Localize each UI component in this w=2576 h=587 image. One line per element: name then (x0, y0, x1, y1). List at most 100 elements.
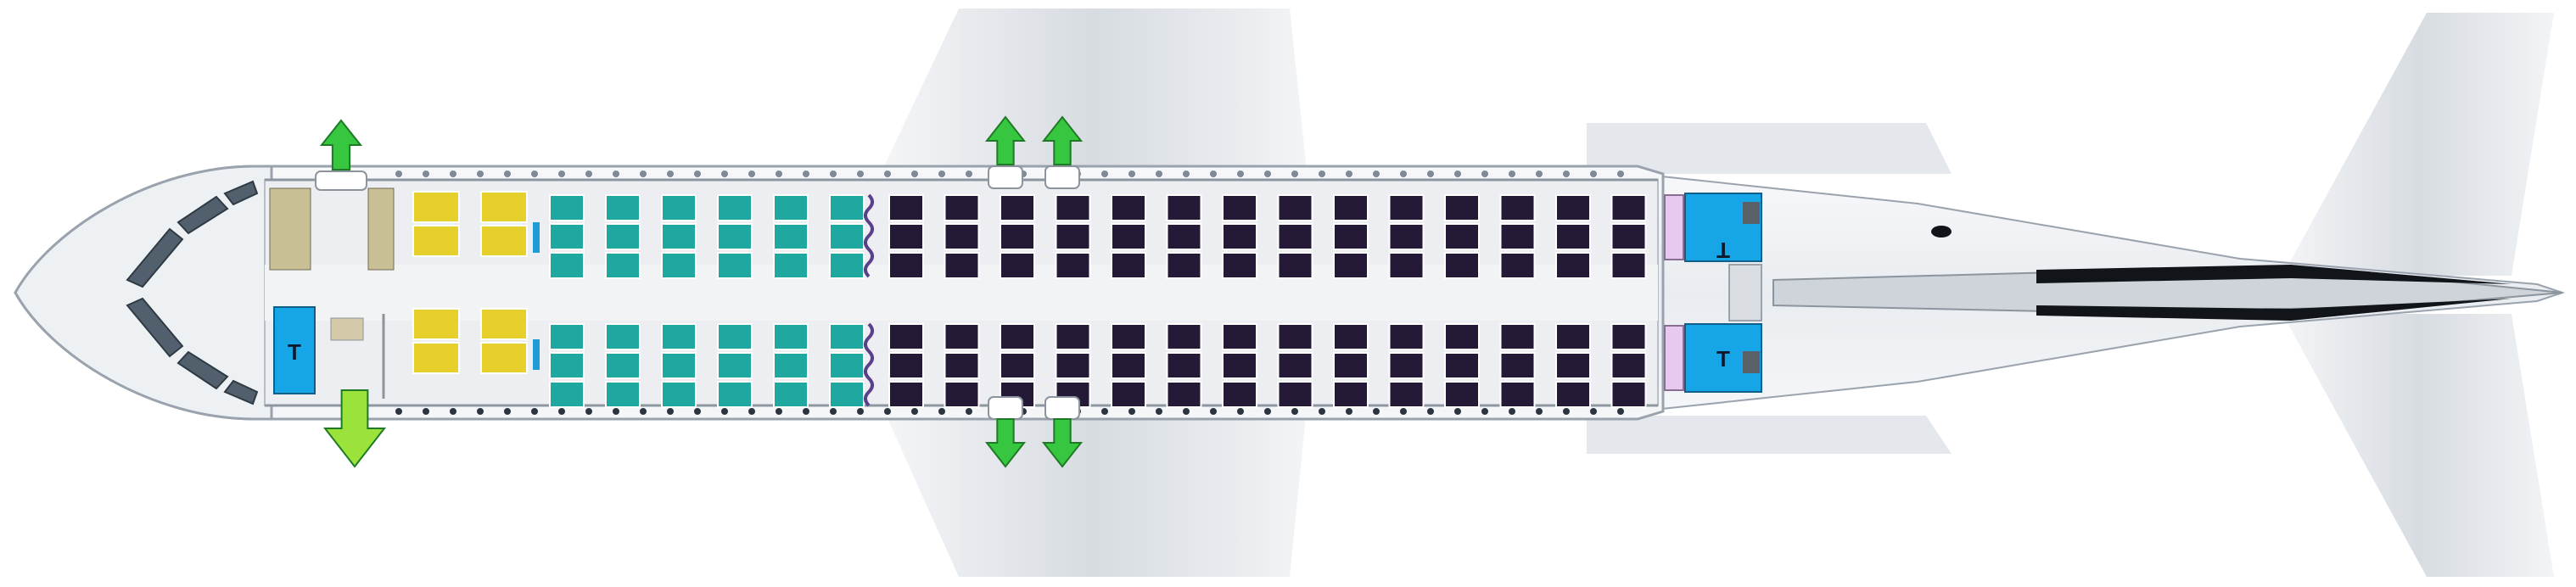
economy-seat[interactable] (944, 252, 980, 279)
premium-seat[interactable] (773, 223, 809, 250)
economy-seat[interactable] (1222, 323, 1257, 350)
economy-seat[interactable] (1444, 352, 1480, 379)
economy-seat[interactable] (1388, 223, 1425, 250)
premium-seat[interactable] (661, 194, 697, 221)
economy-seat[interactable] (1166, 252, 1202, 279)
premium-seat[interactable] (829, 352, 865, 379)
economy-seat[interactable] (888, 194, 924, 221)
economy-seat[interactable] (1333, 223, 1369, 250)
business-seat[interactable] (480, 225, 528, 257)
economy-seat[interactable] (1166, 194, 1202, 221)
economy-seat[interactable] (1055, 352, 1091, 379)
premium-seat[interactable] (717, 352, 753, 379)
premium-seat[interactable] (717, 194, 753, 221)
economy-seat[interactable] (1333, 252, 1369, 279)
premium-seat[interactable] (605, 352, 641, 379)
premium-seat[interactable] (717, 252, 753, 279)
economy-seat[interactable] (1000, 223, 1035, 250)
exit-arrow-front-left[interactable] (319, 119, 363, 171)
business-seat[interactable] (412, 191, 460, 223)
economy-seat[interactable] (1222, 194, 1257, 221)
economy-seat[interactable] (1610, 381, 1647, 408)
economy-seat[interactable] (1000, 323, 1035, 350)
premium-seat[interactable] (773, 323, 809, 350)
economy-seat[interactable] (1111, 252, 1146, 279)
premium-seat[interactable] (661, 252, 697, 279)
economy-seat[interactable] (1277, 381, 1313, 408)
exit-arrow-front-right[interactable] (322, 389, 387, 468)
economy-seat[interactable] (1388, 381, 1425, 408)
economy-seat[interactable] (1388, 252, 1425, 279)
premium-seat[interactable] (661, 323, 697, 350)
economy-seat[interactable] (1166, 323, 1202, 350)
economy-seat[interactable] (1333, 323, 1369, 350)
economy-seat[interactable] (1333, 194, 1369, 221)
premium-seat[interactable] (549, 194, 585, 221)
economy-seat[interactable] (1610, 323, 1647, 350)
premium-seat[interactable] (829, 381, 865, 408)
economy-seat[interactable] (1111, 352, 1146, 379)
premium-seat[interactable] (605, 381, 641, 408)
premium-seat[interactable] (717, 381, 753, 408)
economy-seat[interactable] (1222, 223, 1257, 250)
economy-seat[interactable] (1555, 223, 1591, 250)
economy-seat[interactable] (1555, 194, 1591, 221)
premium-seat[interactable] (773, 381, 809, 408)
premium-seat[interactable] (549, 381, 585, 408)
economy-seat[interactable] (944, 194, 980, 221)
economy-seat[interactable] (1555, 323, 1591, 350)
premium-seat[interactable] (773, 352, 809, 379)
premium-seat[interactable] (605, 194, 641, 221)
economy-seat[interactable] (888, 381, 924, 408)
economy-seat[interactable] (944, 223, 980, 250)
economy-seat[interactable] (1388, 352, 1425, 379)
economy-seat[interactable] (888, 223, 924, 250)
premium-seat[interactable] (773, 252, 809, 279)
premium-seat[interactable] (605, 252, 641, 279)
economy-seat[interactable] (1333, 381, 1369, 408)
business-seat[interactable] (480, 308, 528, 340)
economy-seat[interactable] (1555, 381, 1591, 408)
economy-seat[interactable] (1055, 252, 1091, 279)
economy-seat[interactable] (1166, 381, 1202, 408)
economy-seat[interactable] (1444, 323, 1480, 350)
economy-seat[interactable] (1222, 352, 1257, 379)
premium-seat[interactable] (829, 252, 865, 279)
premium-seat[interactable] (549, 223, 585, 250)
premium-seat[interactable] (829, 323, 865, 350)
economy-seat[interactable] (944, 381, 980, 408)
economy-seat[interactable] (1111, 381, 1146, 408)
economy-seat[interactable] (1444, 223, 1480, 250)
premium-seat[interactable] (661, 352, 697, 379)
economy-seat[interactable] (1055, 194, 1091, 221)
economy-seat[interactable] (1499, 252, 1536, 279)
premium-seat[interactable] (829, 223, 865, 250)
economy-seat[interactable] (944, 323, 980, 350)
premium-seat[interactable] (717, 323, 753, 350)
economy-seat[interactable] (1277, 223, 1313, 250)
economy-seat[interactable] (1499, 323, 1536, 350)
economy-seat[interactable] (1555, 252, 1591, 279)
premium-seat[interactable] (717, 223, 753, 250)
economy-seat[interactable] (1000, 352, 1035, 379)
economy-seat[interactable] (1499, 194, 1536, 221)
premium-seat[interactable] (661, 223, 697, 250)
premium-seat[interactable] (605, 223, 641, 250)
business-seat[interactable] (412, 342, 460, 374)
economy-seat[interactable] (1166, 352, 1202, 379)
business-seat[interactable] (480, 342, 528, 374)
premium-seat[interactable] (773, 194, 809, 221)
premium-seat[interactable] (605, 323, 641, 350)
premium-seat[interactable] (829, 194, 865, 221)
economy-seat[interactable] (944, 352, 980, 379)
premium-seat[interactable] (549, 252, 585, 279)
economy-seat[interactable] (1610, 352, 1647, 379)
economy-seat[interactable] (1111, 223, 1146, 250)
economy-seat[interactable] (1610, 223, 1647, 250)
exit-arrow-overwing-2-right[interactable] (1041, 418, 1084, 468)
economy-seat[interactable] (1444, 381, 1480, 408)
premium-seat[interactable] (549, 323, 585, 350)
exit-arrow-overwing-2-left[interactable] (1041, 115, 1084, 165)
economy-seat[interactable] (1444, 252, 1480, 279)
economy-seat[interactable] (1499, 381, 1536, 408)
